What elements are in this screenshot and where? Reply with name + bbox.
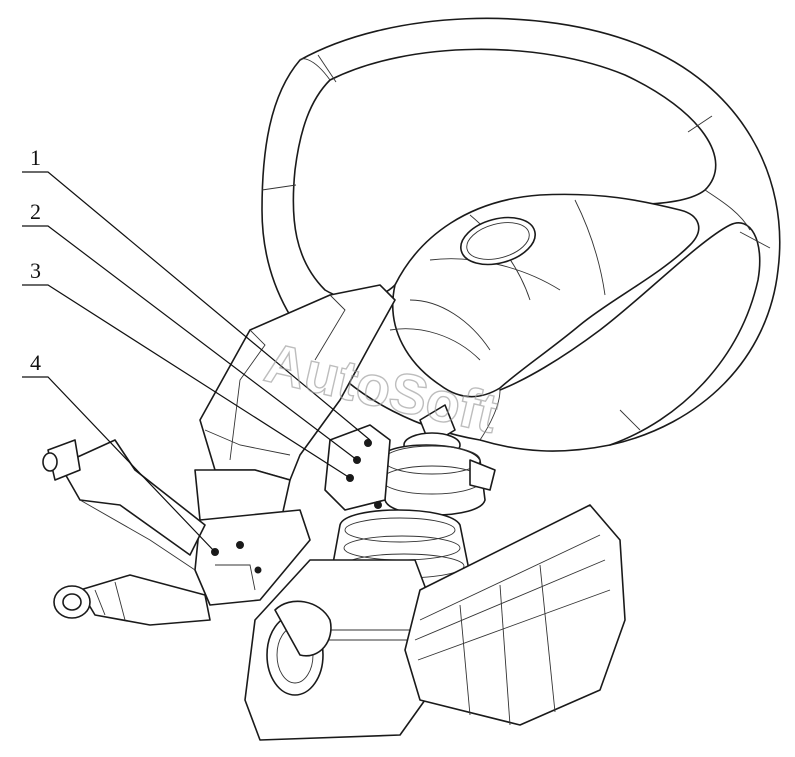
leader-2 xyxy=(22,225,358,461)
leader-1 xyxy=(22,171,371,441)
lower-column-housing xyxy=(244,509,471,741)
leader-3 xyxy=(22,284,351,479)
upper-stalk xyxy=(42,439,206,571)
callout-label-3: 3 xyxy=(30,258,41,283)
lower-stalk xyxy=(53,574,211,626)
leader-lines xyxy=(22,171,371,553)
callout-label-4: 4 xyxy=(30,350,41,375)
steering-shaft xyxy=(379,404,486,516)
steering-hub xyxy=(389,193,700,398)
callout-label-1: 1 xyxy=(30,145,41,170)
right-lever-housing xyxy=(404,504,626,726)
leader-4 xyxy=(22,376,216,553)
callout-label-2: 2 xyxy=(30,199,41,224)
